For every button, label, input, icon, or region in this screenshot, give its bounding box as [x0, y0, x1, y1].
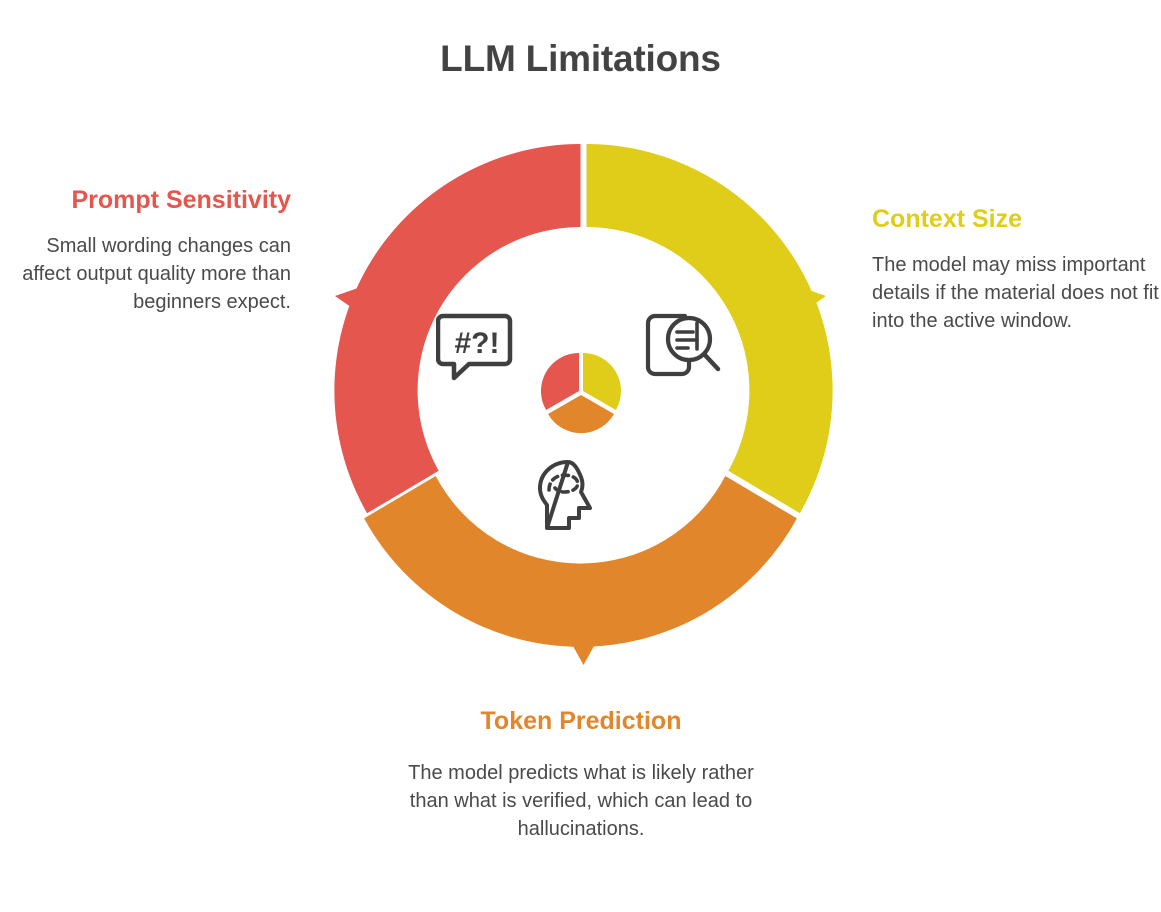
ring-segment-prompt-sensitivity[interactable]	[334, 144, 581, 514]
pie-slice-context-size	[583, 353, 621, 410]
speech-bubble-symbols-icon: #?!	[436, 313, 513, 381]
section-heading-token-prediction: Token Prediction	[480, 707, 682, 735]
document-magnifier-icon	[645, 313, 721, 377]
page-title: LLM Limitations	[440, 38, 721, 79]
section-context-size: Context Size The model may miss importan…	[872, 205, 1160, 336]
ring-segment-token-prediction[interactable]	[364, 476, 797, 665]
section-token-prediction: Token Prediction The model predicts what…	[391, 707, 771, 844]
section-heading-context-size: Context Size	[872, 205, 1023, 233]
svg-text:#?!: #?!	[455, 327, 500, 360]
section-heading-prompt-sensitivity: Prompt Sensitivity	[71, 186, 292, 214]
center-pie-chart	[541, 353, 621, 434]
donut-diagram: #?!	[318, 128, 843, 673]
pie-slice-prompt-sensitivity	[541, 353, 579, 410]
donut-ring-svg	[334, 144, 833, 665]
pie-slice-token-prediction	[548, 395, 614, 434]
section-body-token-prediction: The model predicts what is likely rather…	[408, 761, 754, 841]
head-thought-brain-icon	[538, 460, 592, 530]
section-body-prompt-sensitivity: Small wording changes can affect output …	[22, 234, 291, 314]
section-body-context-size: The model may miss important details if …	[872, 253, 1159, 333]
section-prompt-sensitivity: Prompt Sensitivity Small wording changes…	[8, 186, 291, 317]
ring-segment-context-size[interactable]	[586, 144, 833, 514]
